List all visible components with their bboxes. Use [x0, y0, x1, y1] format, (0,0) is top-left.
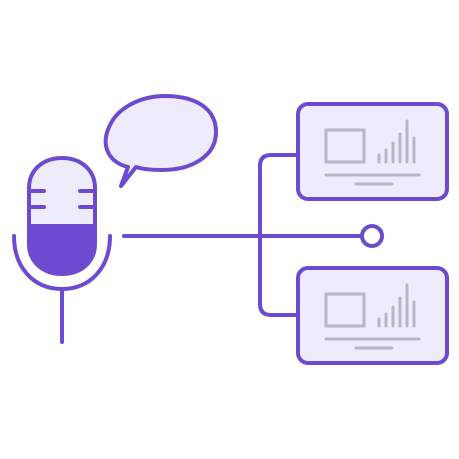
image-placeholder-icon [324, 292, 366, 328]
connector-branch-top [258, 153, 300, 238]
microphone-icon [12, 156, 112, 344]
mic-head-top [27, 156, 97, 228]
bar-chart-icon [377, 119, 416, 164]
image-placeholder-icon [324, 128, 366, 164]
text-lines-icon [324, 337, 421, 350]
text-lines-icon [324, 173, 421, 186]
bar-chart-icon [377, 283, 416, 328]
mic-head-bottom [27, 224, 97, 276]
dashboard-panel-top [296, 102, 449, 201]
connector-branch-bottom [258, 234, 300, 317]
connector-lines [122, 153, 384, 317]
dashboard-panel-bottom [296, 266, 449, 365]
circle-node-icon [360, 224, 384, 248]
speech-bubble-icon [103, 94, 218, 188]
